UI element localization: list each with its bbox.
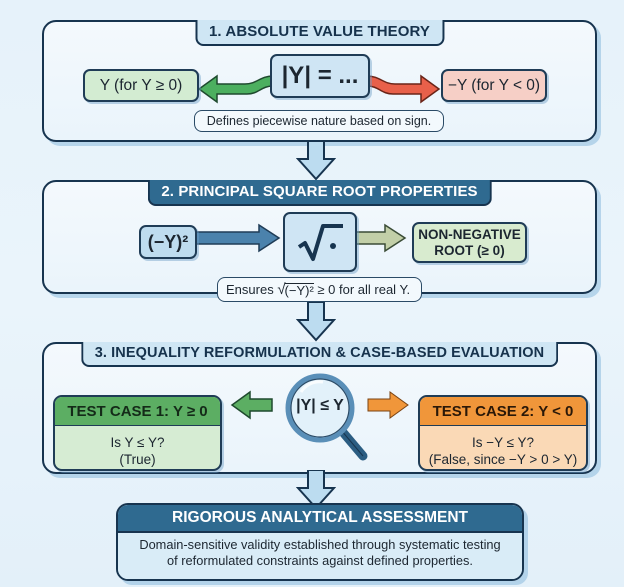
- magnifying-glass-icon: [285, 373, 368, 461]
- test-case-2-question: Is −Y ≤ Y?: [471, 435, 535, 450]
- test-case-2-result: (False, since −Y > 0 > Y): [428, 452, 578, 467]
- conclusion-panel: RIGOROUS ANALYTICAL ASSESSMENT Domain-se…: [116, 503, 524, 581]
- conclusion-title: RIGOROUS ANALYTICAL ASSESSMENT: [118, 505, 522, 533]
- input-expression: (−Y)²: [147, 231, 189, 252]
- positive-case-label: Y (for Y ≥ 0): [99, 76, 183, 94]
- note-radicand: (−Y)²: [284, 282, 314, 298]
- test-case-1: TEST CASE 1: Y ≥ 0 Is Y ≤ Y? (True): [53, 395, 222, 471]
- test-case-1-result: (True): [119, 452, 156, 467]
- square-root-note: Ensures √(−Y)² ≥ 0 for all real Y.: [217, 277, 422, 302]
- down-arrow-icon: [296, 141, 336, 181]
- sqrt-flow-arrows: [195, 223, 407, 253]
- sqrt-operator-box: [283, 212, 357, 272]
- radical-sign: √: [277, 281, 286, 298]
- branch-arrows: [197, 74, 441, 104]
- negative-case-box: −Y (for Y < 0): [441, 69, 547, 102]
- output-line-1: NON-NEGATIVE: [418, 226, 521, 242]
- right-case-arrow-icon: [367, 391, 409, 419]
- down-arrow-icon: [296, 302, 336, 342]
- test-case-2-title: TEST CASE 2: Y < 0: [420, 397, 586, 426]
- conclusion-line-1: Domain-sensitive validity established th…: [139, 537, 501, 552]
- positive-case-box: Y (for Y ≥ 0): [83, 69, 199, 102]
- output-arrow-icon: [350, 223, 407, 253]
- note-suffix: ≥ 0 for all real Y.: [313, 282, 411, 297]
- non-negative-root-box: NON-NEGATIVE ROOT (≥ 0): [412, 222, 527, 263]
- absolute-value-expression: |Y| = ...: [281, 62, 359, 89]
- absolute-value-note: Defines piecewise nature based on sign.: [194, 110, 444, 132]
- absolute-value-note-text: Defines piecewise nature based on sign.: [206, 114, 432, 128]
- left-branch-arrow-icon: [197, 74, 274, 104]
- input-arrow-icon: [195, 223, 281, 253]
- section-title-inequality: 3. INEQUALITY REFORMULATION & CASE-BASED…: [80, 342, 559, 367]
- absolute-value-box: |Y| = ...: [270, 54, 370, 98]
- conclusion-line-2: of reformulated constraints against defi…: [167, 553, 473, 568]
- negative-case-label: −Y (for Y < 0): [447, 76, 541, 94]
- note-prefix: Ensures: [226, 282, 278, 297]
- down-arrow-icon: [296, 470, 336, 510]
- input-expression-box: (−Y)²: [139, 225, 197, 259]
- section-title-square-root: 2. PRINCIPAL SQUARE ROOT PROPERTIES: [147, 180, 492, 206]
- test-case-2: TEST CASE 2: Y < 0 Is −Y ≤ Y? (False, si…: [418, 395, 588, 471]
- inequality-expression: |Y| ≤ Y: [296, 397, 344, 414]
- test-case-1-question: Is Y ≤ Y?: [110, 435, 165, 450]
- left-case-arrow-icon: [230, 390, 273, 420]
- output-line-2: ROOT (≥ 0): [434, 242, 505, 258]
- right-branch-arrow-icon: [366, 74, 441, 104]
- section-title-absolute-value: 1. ABSOLUTE VALUE THEORY: [194, 20, 445, 46]
- test-case-1-title: TEST CASE 1: Y ≥ 0: [55, 397, 220, 426]
- square-root-icon: [297, 224, 343, 261]
